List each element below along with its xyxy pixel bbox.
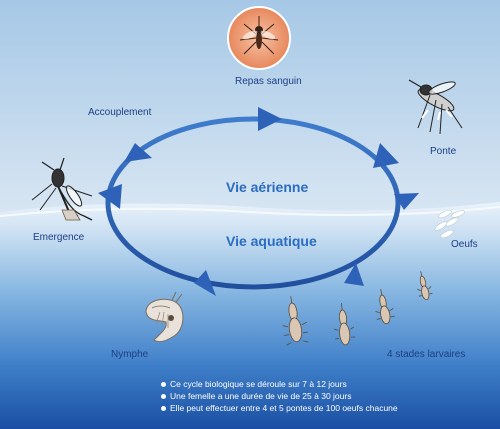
stage-label-accouplement: Accouplement	[88, 107, 152, 118]
fact-item: Une femelle a une durée de vie de 25 à 3…	[160, 390, 398, 402]
arrow-larves	[344, 263, 364, 286]
facts-list: Ce cycle biologique se déroule sur 7 à 1…	[160, 378, 398, 414]
arrow-ponte	[373, 143, 399, 168]
zone-label-aquatique: Vie aquatique	[226, 233, 317, 249]
zone-label-aerienne: Vie aérienne	[226, 179, 309, 195]
arrow-repas	[258, 107, 282, 131]
stage-label-ponte: Ponte	[430, 146, 457, 157]
stage-label-oeufs: Oeufs	[451, 239, 478, 250]
fact-item: Ce cycle biologique se déroule sur 7 à 1…	[160, 378, 398, 390]
water-background	[0, 202, 500, 429]
stage-label-nymphe: Nymphe	[111, 349, 149, 360]
larvae-icon	[282, 271, 433, 346]
blood-meal-icon	[227, 6, 291, 70]
stage-label-larves: 4 stades larvaires	[387, 349, 466, 360]
stage-label-emergence: Emergence	[33, 232, 85, 243]
arrow-emergence	[98, 184, 122, 209]
arrow-nymphe	[194, 270, 216, 296]
fact-item: Elle peut effectuer entre 4 et 5 pontes …	[160, 402, 398, 414]
emerging-mosquito-icon	[31, 157, 93, 221]
cycle-arrows	[98, 107, 419, 296]
water-surface	[0, 206, 500, 217]
egg-laying-mosquito-icon	[408, 79, 463, 135]
arrow-oeufs	[394, 193, 419, 210]
cycle-ring	[105, 116, 401, 290]
arrow-accouplement	[124, 143, 152, 162]
eggs-icon	[434, 209, 465, 239]
pupa-icon	[145, 291, 184, 343]
stage-label-repas: Repas sanguin	[235, 76, 302, 87]
